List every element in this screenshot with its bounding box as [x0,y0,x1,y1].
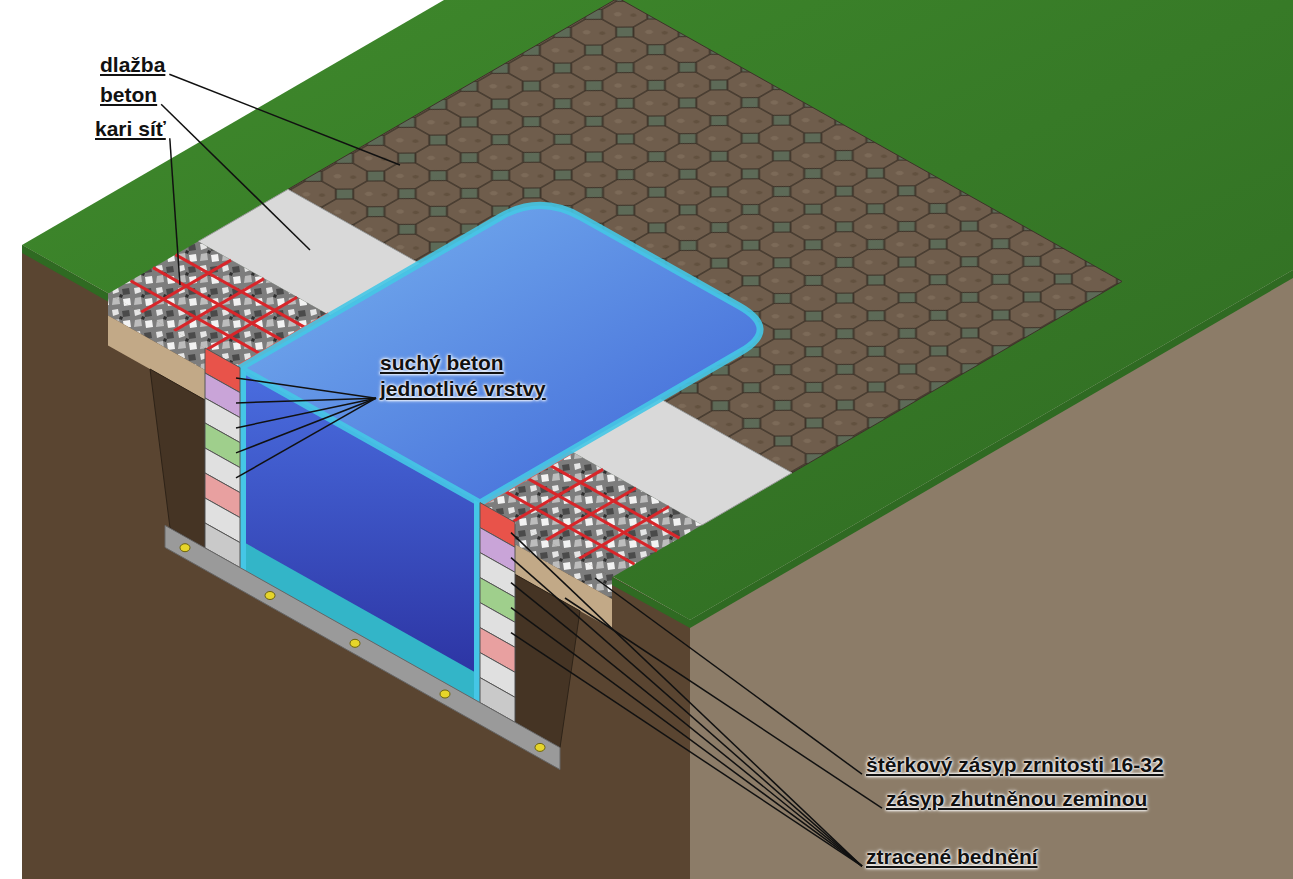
backfill-wedge [150,369,205,548]
anchor-bolt [180,544,190,552]
leader-line [170,138,180,285]
formwork-wall [205,348,240,568]
leader-line [511,633,862,867]
callout-label: štěrkový zásyp zrnitosti 16-32 [866,752,1164,777]
leader-line [511,583,862,867]
water-surface [240,205,760,503]
callout-label: suchý beton [380,350,504,375]
leader-line [169,74,400,165]
base-slab [165,525,560,769]
callout-label: zásyp zhutněnou zeminou [886,786,1147,811]
leader-line [236,398,376,478]
mesh-bar [141,260,231,312]
anchor-bolt [535,743,545,751]
pool-liner-edge [474,500,480,703]
callout-label: beton [100,82,157,107]
leader-line [511,558,862,867]
leader-line [595,578,862,774]
pool-liner-edge [240,368,246,571]
leader-line [236,398,376,428]
anchor-bolt [350,639,360,647]
formwork-wall [480,503,515,723]
callout-label: jednotlivé vrstvy [380,376,546,401]
leader-line [511,533,862,867]
leader-line [511,608,862,867]
leader-line [236,398,376,453]
anchor-bolt [440,690,450,698]
leader-line [161,104,310,250]
backfill-wedge [515,574,580,747]
grass-edge [612,577,690,628]
mesh-bar [579,506,669,558]
anchor-bolts [180,544,545,752]
pool-floor-liner [240,540,480,703]
callout-label: dlažba [100,52,165,77]
leader-line [236,378,376,398]
callout-label: ztracené bednění [866,844,1038,869]
grass-edge [22,245,108,301]
callout-label: kari síť [95,116,166,141]
anchor-bolt [265,592,275,600]
